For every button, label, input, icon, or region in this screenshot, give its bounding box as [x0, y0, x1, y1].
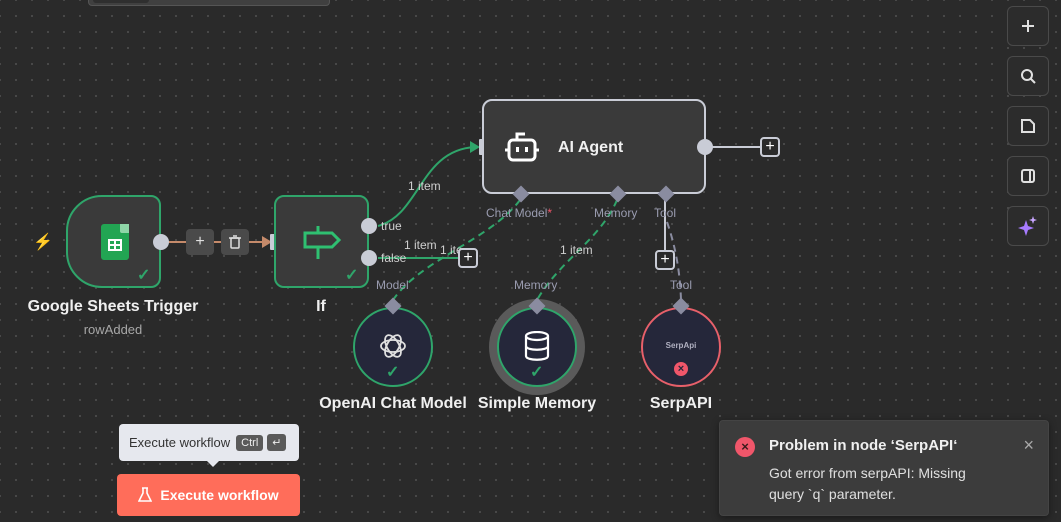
- execute-workflow-button[interactable]: Execute workflow: [117, 474, 300, 516]
- flask-icon: [138, 487, 153, 502]
- ask-ai-button[interactable]: [1007, 206, 1049, 246]
- sparkle-icon: [1018, 216, 1037, 236]
- delete-connection-button[interactable]: [221, 229, 249, 255]
- output-label-true: true: [381, 219, 402, 233]
- edge-label-memory: 1 item: [560, 243, 593, 257]
- node-label-serpapi: SerpAPI: [649, 395, 713, 412]
- port-label-tool-node: Tool: [670, 278, 693, 292]
- error-icon: ×: [674, 362, 688, 376]
- node-google-sheets-trigger[interactable]: ✓: [66, 195, 161, 288]
- add-tool-button[interactable]: +: [655, 250, 675, 270]
- success-check-icon: ✓: [345, 267, 359, 284]
- top-panel-segment[interactable]: [93, 0, 149, 3]
- sticky-note-icon: [1021, 119, 1035, 133]
- node-openai-chat-model[interactable]: ✓: [353, 307, 433, 387]
- openai-icon: [380, 334, 406, 358]
- signpost-icon: [303, 226, 342, 259]
- sticky-note-button[interactable]: [1007, 106, 1049, 146]
- node-label-openai: OpenAI Chat Model: [319, 395, 467, 412]
- database-icon: [524, 331, 550, 361]
- node-subtitle-sheets: rowAdded: [83, 322, 143, 337]
- canvas-toolbar: [1007, 6, 1049, 256]
- kbd-enter: ↵: [267, 434, 287, 451]
- success-check-icon: ✓: [137, 267, 151, 284]
- add-node-button[interactable]: +: [186, 229, 214, 255]
- success-check-icon: ✓: [386, 364, 400, 381]
- serpapi-logo: SerpApi: [665, 341, 697, 350]
- add-node-agent-button[interactable]: +: [760, 137, 780, 157]
- node-serpapi[interactable]: SerpApi ×: [641, 307, 721, 387]
- close-icon[interactable]: ×: [1023, 435, 1034, 455]
- output-label-false: false: [381, 251, 407, 265]
- node-ai-agent[interactable]: AI Agent: [482, 99, 706, 194]
- plus-icon: [1022, 20, 1034, 32]
- port-label-chat-model: Chat Model*: [486, 206, 553, 220]
- toggle-panel-button[interactable]: [1007, 156, 1049, 196]
- add-node-false-button[interactable]: +: [458, 248, 478, 268]
- port-label-model: Model: [376, 278, 409, 292]
- node-simple-memory[interactable]: ✓: [497, 307, 577, 387]
- edge-label-false-2: 1 ite: [440, 243, 463, 257]
- toast-message: Got error from serpAPI: Missing query `q…: [769, 465, 966, 502]
- node-if[interactable]: ✓: [274, 195, 369, 288]
- robot-icon: [505, 132, 539, 162]
- toast-title: Problem in node ‘SerpAPI‘: [769, 437, 958, 454]
- error-circle-icon: ×: [735, 437, 755, 457]
- output-handle-true[interactable]: [361, 218, 377, 234]
- edge-label-false: 1 item: [404, 238, 437, 252]
- trash-icon: [229, 235, 241, 249]
- node-label-ai-agent: AI Agent: [558, 139, 624, 156]
- port-label-memory: Memory: [594, 206, 638, 220]
- kbd-ctrl: Ctrl: [236, 434, 264, 451]
- output-handle[interactable]: [153, 234, 169, 250]
- edge-label-true: 1 item: [408, 179, 441, 193]
- node-label-memory: Simple Memory: [477, 395, 597, 412]
- output-handle-false[interactable]: [361, 250, 377, 266]
- zoom-in-button[interactable]: [1007, 6, 1049, 46]
- tooltip-text: Execute workflow: [129, 435, 231, 450]
- search-icon: [1021, 69, 1036, 84]
- node-label-if: If: [316, 298, 326, 315]
- port-label-memory-node: Memory: [514, 278, 558, 292]
- search-button[interactable]: [1007, 56, 1049, 96]
- top-panel-bar[interactable]: [88, 0, 330, 6]
- error-toast: × Problem in node ‘SerpAPI‘ Got error fr…: [719, 420, 1049, 516]
- node-label-sheets: Google Sheets Trigger: [27, 298, 199, 315]
- panel-icon: [1021, 169, 1035, 183]
- trigger-bolt-icon: ⚡: [33, 234, 53, 251]
- execute-button-label: Execute workflow: [160, 487, 279, 503]
- success-check-icon: ✓: [530, 364, 544, 381]
- port-label-tool: Tool: [654, 206, 677, 220]
- execute-tooltip: Execute workflow Ctrl ↵: [119, 424, 299, 467]
- output-handle-agent[interactable]: [697, 139, 713, 155]
- google-sheets-icon: [101, 224, 129, 260]
